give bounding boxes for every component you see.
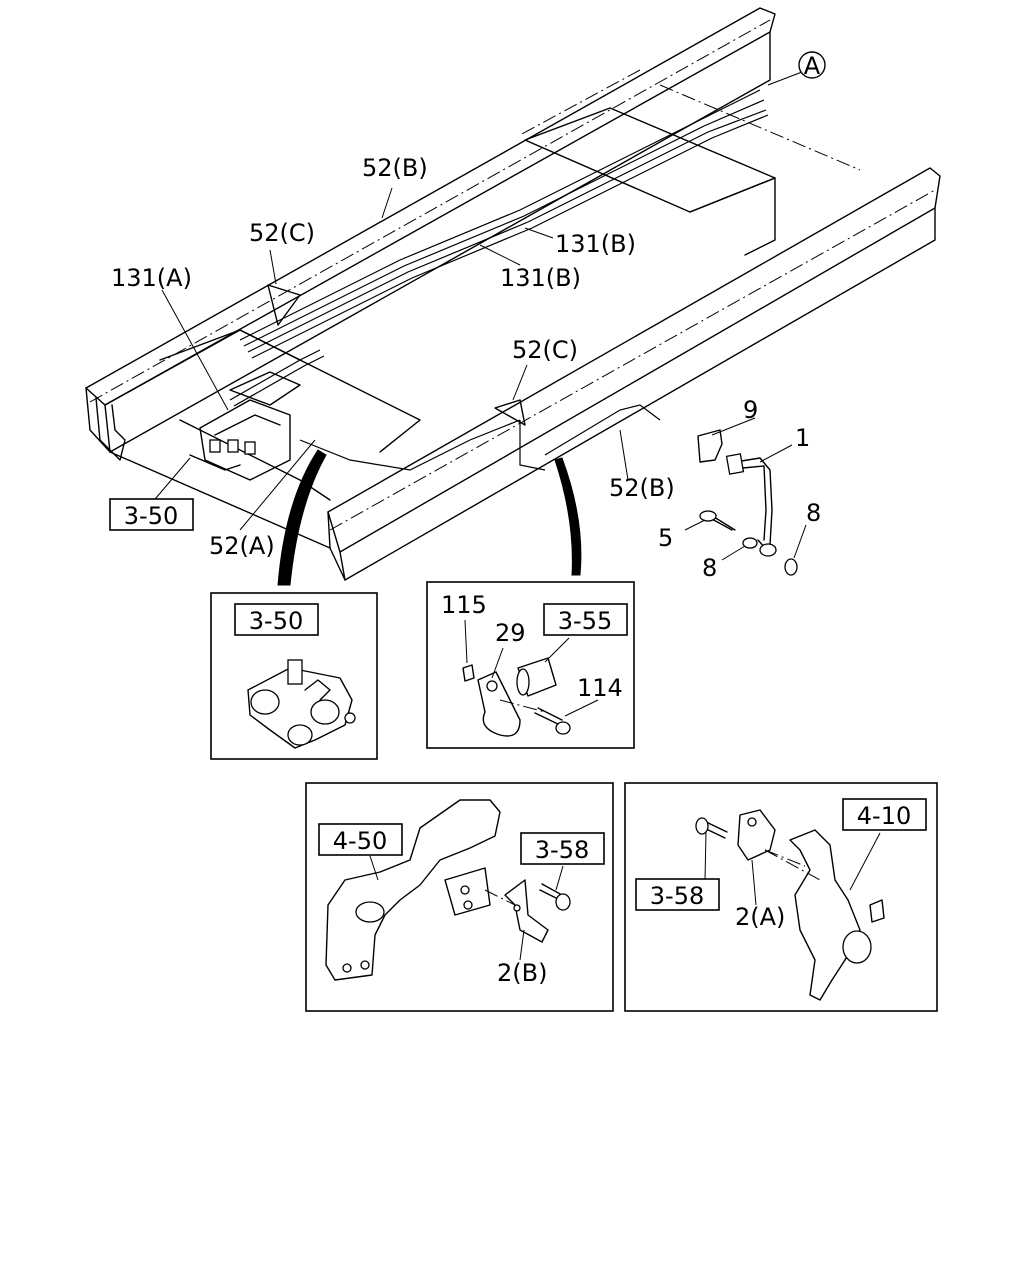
svg-text:4-10: 4-10 bbox=[857, 802, 911, 830]
clip-9 bbox=[697, 429, 723, 463]
callout-114: 114 bbox=[577, 674, 623, 702]
callout-52a: 52(A) bbox=[209, 532, 275, 560]
callout-labels: A 52(B) 52(C) 131(A) 131(B) 131(B) 52(C)… bbox=[111, 51, 826, 987]
callout-8-left: 8 bbox=[702, 554, 717, 582]
reference-circle bbox=[798, 51, 826, 79]
callout-131a: 131(A) bbox=[111, 264, 192, 292]
pipe-clip-52c-top bbox=[267, 284, 301, 326]
callout-2a: 2(A) bbox=[735, 903, 785, 931]
callout-52b-mid: 52(B) bbox=[609, 474, 675, 502]
washers-8 bbox=[742, 537, 798, 576]
callout-52c-top: 52(C) bbox=[249, 219, 315, 247]
svg-text:3-58: 3-58 bbox=[650, 882, 704, 910]
hydraulic-unit-main bbox=[189, 371, 301, 481]
callout-131b-right: 131(B) bbox=[555, 230, 636, 258]
callout-52b-top: 52(B) bbox=[362, 154, 428, 182]
svg-text:3-55: 3-55 bbox=[558, 607, 612, 635]
ref-box-3-50-inset: 3-50 bbox=[234, 603, 319, 636]
ref-box-3-50-main: 3-50 bbox=[109, 498, 194, 531]
leader-lines bbox=[149, 71, 807, 561]
callout-131b-mid: 131(B) bbox=[500, 264, 581, 292]
callout-ref-a: A bbox=[804, 52, 821, 80]
svg-text:3-50: 3-50 bbox=[249, 607, 303, 635]
brake-pipes bbox=[229, 89, 769, 471]
ref-box-4-10: 4-10 bbox=[842, 798, 927, 831]
callout-29: 29 bbox=[495, 619, 526, 647]
bolt-5 bbox=[699, 510, 736, 531]
callout-1: 1 bbox=[795, 424, 810, 452]
vehicle-frame bbox=[85, 7, 941, 581]
callout-9: 9 bbox=[743, 396, 758, 424]
callout-115: 115 bbox=[441, 591, 487, 619]
reference-boxes: 3-50 3-50 3-55 4-50 3-58 4-10 3-58 bbox=[109, 498, 927, 911]
svg-text:3-58: 3-58 bbox=[535, 836, 589, 864]
inset-bracket-left bbox=[305, 782, 614, 1012]
svg-text:4-50: 4-50 bbox=[333, 827, 387, 855]
svg-text:3-50: 3-50 bbox=[124, 502, 178, 530]
brake-hose bbox=[725, 453, 777, 557]
ref-box-3-58-left: 3-58 bbox=[520, 832, 605, 865]
callout-2b: 2(B) bbox=[497, 959, 547, 987]
callout-52c-mid: 52(C) bbox=[512, 336, 578, 364]
inset-connectors bbox=[277, 449, 582, 586]
callout-8-right: 8 bbox=[806, 499, 821, 527]
callout-5: 5 bbox=[658, 524, 673, 552]
ref-box-3-58-right: 3-58 bbox=[635, 878, 720, 911]
ref-box-3-55: 3-55 bbox=[543, 603, 628, 636]
pipe-clip-52c-mid bbox=[494, 399, 526, 426]
ref-box-4-50: 4-50 bbox=[318, 823, 403, 856]
